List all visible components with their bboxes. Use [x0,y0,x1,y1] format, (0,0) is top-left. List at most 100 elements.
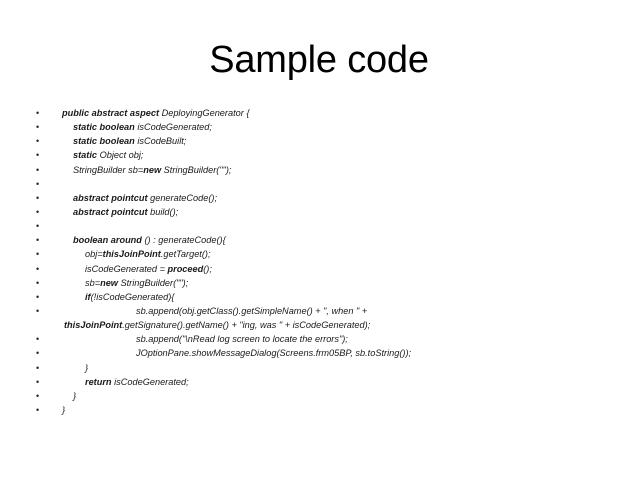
code-keyword: new [100,277,121,288]
code-line-text: StringBuilder sb=new StringBuilder(""); [73,163,231,177]
code-identifier: obj= [85,249,103,260]
bullet-icon: • [36,136,40,147]
code-identifier: isCodeGenerated; [114,376,189,387]
code-line: • public abstract aspect DeployingGenerat… [0,106,638,120]
code-line: •} [0,361,638,375]
code-line-text: } [73,389,76,403]
code-keyword: static boolean [73,136,138,147]
code-line-text: sb=new StringBuilder(""); [85,276,188,290]
code-line: • isCodeGenerated = proceed(); [0,262,638,276]
code-line: • abstract pointcut build(); [0,205,638,219]
code-line: • static Object obj; [0,148,638,162]
bullet-icon: • [36,362,40,373]
code-identifier: Object obj; [99,150,144,161]
bullet-icon: • [36,390,40,401]
code-line-text: public abstract aspect DeployingGenerato… [62,106,249,120]
bullet-icon: • [36,334,40,345]
code-identifier: (); [203,263,212,274]
page-title: Sample code [209,39,429,81]
code-identifier: build(); [150,206,179,217]
bullet-icon: • [36,305,40,316]
code-line: • JOptionPane.showMessageDialog(Screens.f… [0,346,638,360]
code-identifier: StringBuilder(""); [120,277,189,288]
code-identifier: StringBuilder sb= [73,164,144,175]
code-keyword: proceed [167,263,204,274]
code-line: • boolean around () : generateCode(){ [0,233,638,247]
code-identifier: DeployingGenerator { [161,108,250,118]
code-keyword: public abstract aspect [62,108,162,118]
code-line: thisJoinPoint.getSignature().getName() +… [0,318,638,332]
code-line: • return isCodeGenerated; [0,375,638,389]
code-line-text: abstract pointcut generateCode(); [73,191,217,205]
code-keyword: return [85,376,115,387]
code-line-text: thisJoinPoint.getSignature().getName() +… [64,318,370,332]
bullet-icon: • [36,263,40,274]
code-identifier: .getTarget(); [160,249,211,260]
code-line-text: obj=thisJoinPoint.getTarget(); [85,247,211,261]
bullet-icon: • [36,348,40,359]
bullet-icon: • [36,221,40,232]
code-line: • if(!isCodeGenerated){ [0,290,638,304]
code-line-text: static boolean isCodeBuilt; [73,134,186,148]
bullet-icon: • [36,122,40,133]
code-identifier: sb.append("\nRead log screen to locate t… [136,334,348,345]
bullet-icon: • [36,206,40,217]
code-line-text: if(!isCodeGenerated){ [85,290,174,304]
bullet-icon: • [36,404,40,415]
code-line-text: sb.append("\nRead log screen to locate t… [136,332,348,346]
code-line-text: } [85,361,88,375]
bullet-icon: • [36,164,40,175]
code-line: •} [0,389,638,403]
code-keyword: thisJoinPoint [102,249,161,260]
code-identifier: isCodeBuilt; [137,136,187,147]
code-line-text: } [62,403,65,417]
code-line-text: static boolean isCodeGenerated; [73,120,212,134]
code-identifier: JOptionPane.showMessageDialog(Screens.fr… [136,348,412,359]
code-line-text: static Object obj; [73,148,143,162]
code-keyword: static [73,150,100,161]
code-keyword: if [85,291,91,302]
code-keyword: static boolean [73,122,138,133]
code-line: • StringBuilder sb=new StringBuilder(""); [0,163,638,177]
code-line: • abstract pointcut generateCode(); [0,191,638,205]
code-line-text: abstract pointcut build(); [73,205,178,219]
bullet-icon: • [36,108,40,118]
bullet-icon: • [36,249,40,260]
code-keyword: abstract pointcut [73,192,151,203]
code-identifier: isCodeGenerated; [137,122,212,133]
code-line-text: JOptionPane.showMessageDialog(Screens.fr… [136,346,411,360]
code-keyword: thisJoinPoint [64,320,123,331]
code-line-text: sb.append(obj.getClass().getSimpleName()… [136,304,367,318]
bullet-icon: • [36,376,40,387]
code-keyword: boolean around [73,235,145,246]
code-keyword: abstract pointcut [73,206,151,217]
code-line: • sb.append(obj.getClass().getSimpleName(… [0,304,638,318]
code-line: • obj=thisJoinPoint.getTarget(); [0,247,638,261]
code-identifier: StringBuilder(""); [163,164,232,175]
code-identifier: (!isCodeGenerated){ [90,291,175,302]
code-line-text: isCodeGenerated = proceed(); [85,262,212,276]
code-line: • [0,177,638,191]
code-line-text: return isCodeGenerated; [85,375,189,389]
code-identifier: () : generateCode(){ [144,235,226,246]
code-listing: • public abstract aspect DeployingGenerat… [0,106,638,417]
code-identifier: } [62,404,66,415]
code-identifier: .getSignature().getName() + "ing, was " … [122,320,371,331]
bullet-icon: • [36,235,40,246]
code-identifier: sb.append(obj.getClass().getSimpleName()… [136,305,368,316]
code-identifier: sb= [85,277,101,288]
code-line: • static boolean isCodeBuilt; [0,134,638,148]
bullet-icon: • [36,178,40,189]
code-line-text: boolean around () : generateCode(){ [73,233,226,247]
code-keyword: new [143,164,164,175]
code-identifier: } [85,362,89,373]
code-line: • sb.append("\nRead log screen to locate … [0,332,638,346]
code-identifier: generateCode(); [150,192,217,203]
code-line: • static boolean isCodeGenerated; [0,120,638,134]
bullet-icon: • [36,150,40,161]
bullet-icon: • [36,291,40,302]
code-identifier: } [73,390,77,401]
bullet-icon: • [36,192,40,203]
bullet-icon: • [36,277,40,288]
